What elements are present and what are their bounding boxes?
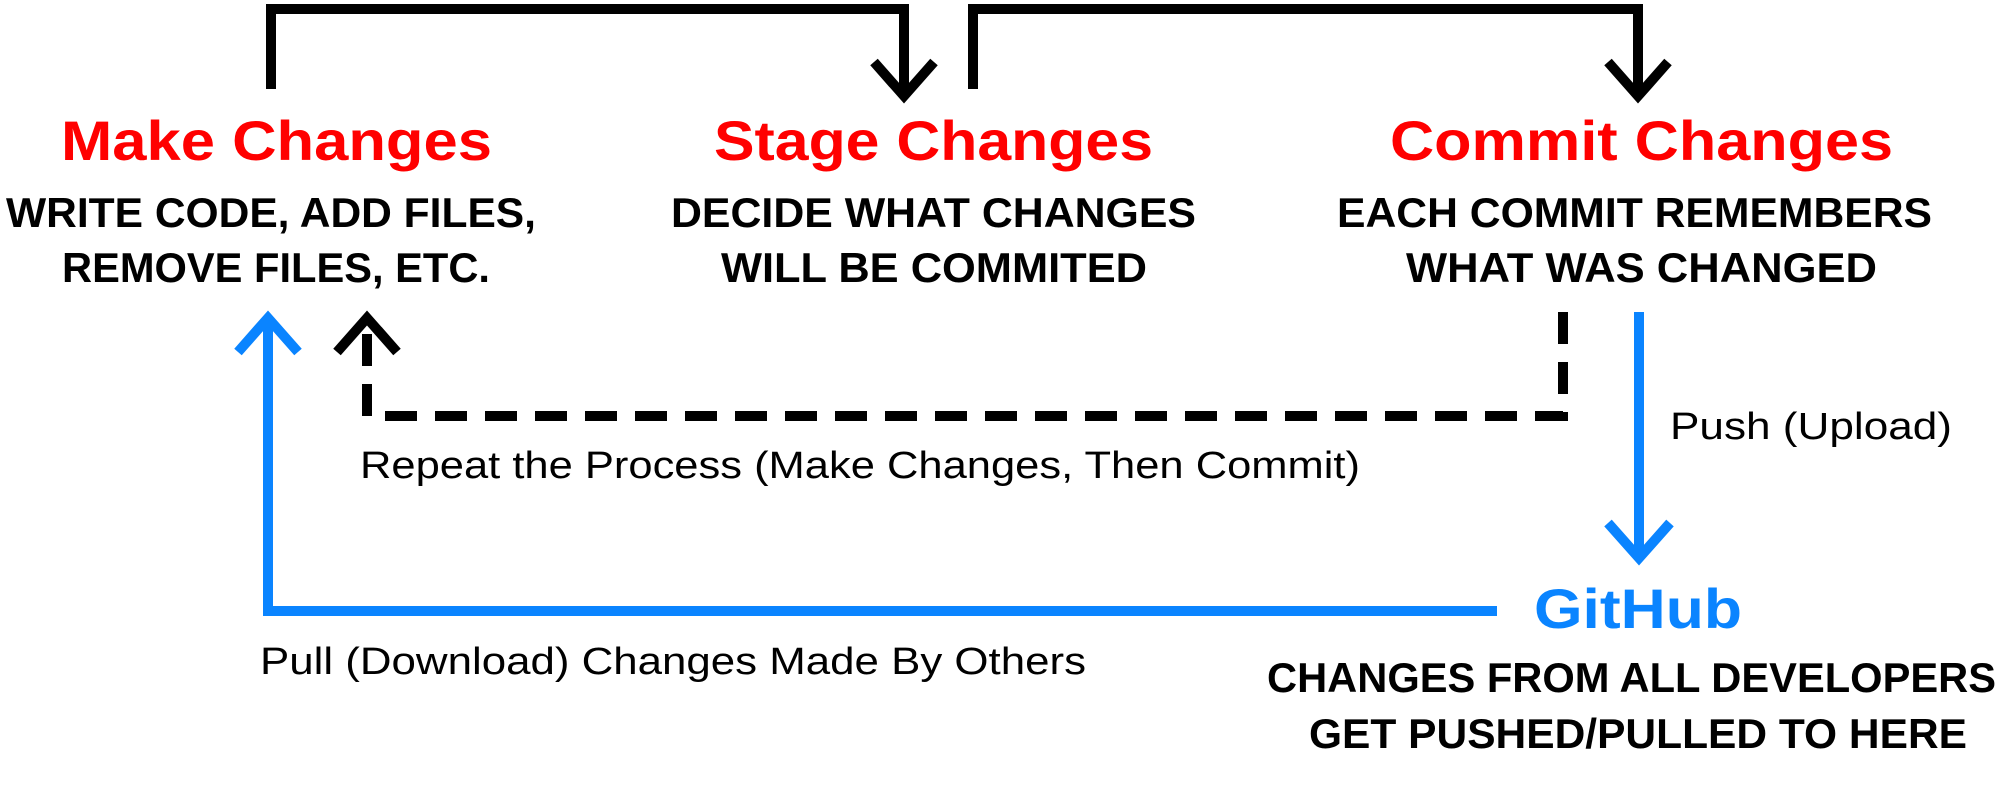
pull-label: Pull (Download) Changes Made By Others (260, 641, 1086, 683)
stage-changes-desc-line-2: WILL BE COMMITED (721, 244, 1147, 291)
push-label: Push (Upload) (1670, 406, 1952, 448)
make-changes-desc-line-2: REMOVE FILES, ETC. (62, 244, 490, 291)
make-changes-title: Make Changes (61, 109, 492, 172)
stage-changes-title: Stage Changes (714, 109, 1153, 172)
repeat-label: Repeat the Process (Make Changes, Then C… (360, 445, 1360, 487)
commit-changes-title: Commit Changes (1390, 109, 1893, 172)
stage-changes-desc-line-1: DECIDE WHAT CHANGES (671, 189, 1196, 236)
github-title: GitHub (1534, 577, 1742, 640)
commit-changes-desc-line-2: WHAT WAS CHANGED (1406, 244, 1877, 291)
pull-arrow (234, 310, 1497, 616)
repeat-dashed-arrow (333, 310, 1568, 421)
make-to-stage-arrow (266, 4, 938, 104)
github-desc-line-2: GET PUSHED/PULLED TO HERE (1309, 710, 1967, 757)
make-changes-desc-line-1: WRITE CODE, ADD FILES, (6, 189, 536, 236)
push-arrow (1604, 312, 1674, 566)
commit-changes-desc-line-1: EACH COMMIT REMEMBERS (1337, 189, 1932, 236)
stage-to-commit-arrow (968, 4, 1672, 104)
github-desc-line-1: CHANGES FROM ALL DEVELOPERS (1267, 654, 1996, 701)
